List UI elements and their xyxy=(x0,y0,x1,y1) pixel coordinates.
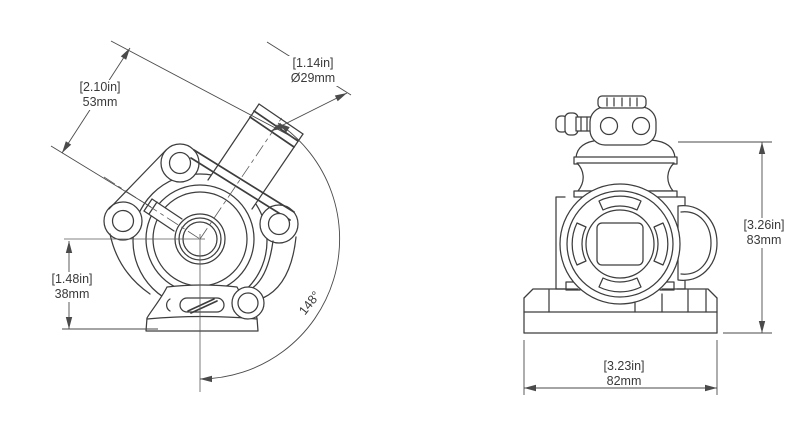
left-view-part xyxy=(103,103,304,332)
vacuum-fitting xyxy=(555,95,657,146)
dim-inches: [2.10in] xyxy=(79,80,121,94)
dim-metric: 83mm xyxy=(746,232,782,247)
dim-label-height-center: [1.48in] 38mm xyxy=(45,272,99,302)
dim-inches: [1.14in] xyxy=(292,56,334,70)
dim-arc-outlet-angle xyxy=(199,122,341,383)
dim-metric: 82mm xyxy=(606,373,642,388)
dim-label-tube-length: [2.10in] 53mm xyxy=(70,80,130,110)
bolt-hole xyxy=(111,209,135,233)
extension-line xyxy=(110,40,299,141)
dim-inches: [3.23in] xyxy=(603,359,645,373)
dim-metric: 38mm xyxy=(54,286,90,301)
dim-metric: Ø29mm xyxy=(290,70,336,85)
dim-label-overall-height: [3.26in] 83mm xyxy=(737,218,791,248)
outlet-port-side xyxy=(677,205,718,281)
outlet-tube xyxy=(207,103,304,210)
dim-line-tube-diameter xyxy=(270,92,348,132)
piston-window xyxy=(596,222,644,266)
stub-axis-centerline xyxy=(103,176,201,240)
right-view-part xyxy=(523,95,718,334)
right-view-dimensions xyxy=(523,141,772,395)
dim-label-tube-diameter: [1.14in] Ø29mm xyxy=(281,56,345,86)
dim-metric: 53mm xyxy=(82,94,118,109)
base-flange xyxy=(523,288,718,334)
extension-line xyxy=(50,145,152,208)
dim-label-base-width: [3.23in] 82mm xyxy=(592,359,656,389)
bolt-hole xyxy=(237,292,259,314)
fitting-port xyxy=(631,116,651,136)
fitting-port xyxy=(599,116,619,136)
dim-inches: [1.48in] xyxy=(51,272,93,286)
dim-inches: [3.26in] xyxy=(743,218,785,232)
vent-slots xyxy=(571,195,669,293)
bolt-hole xyxy=(267,212,291,236)
bolt-hole xyxy=(168,151,192,175)
